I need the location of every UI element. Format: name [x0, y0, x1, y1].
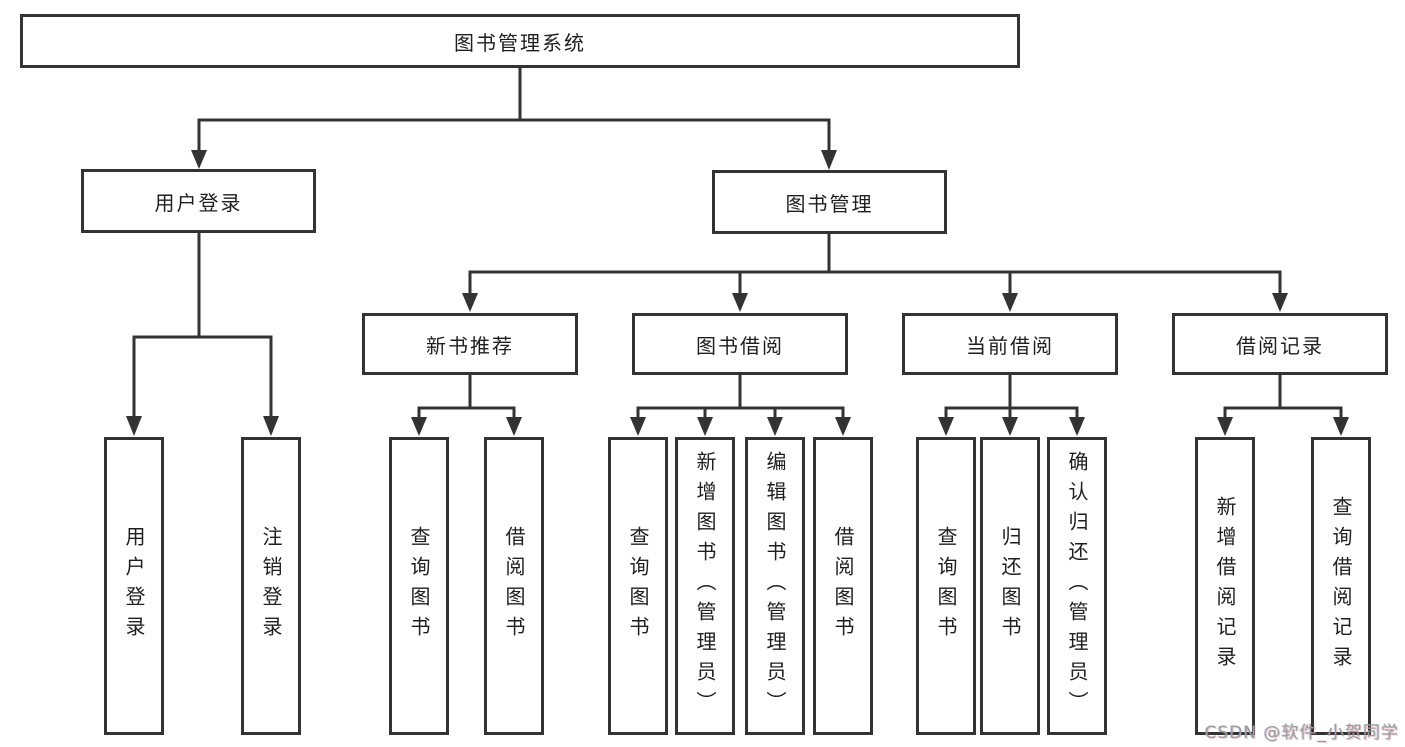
node-book-management: 图书管理	[712, 170, 947, 234]
leaf-borrow-add-books-admin: 新增图书（管理员）	[675, 437, 735, 735]
leaf-recommend-borrow-books: 借阅图书	[484, 437, 544, 735]
leaf-current-query-books: 查询图书	[916, 437, 976, 735]
leaf-records-add-record: 新增借阅记录	[1195, 437, 1255, 735]
leaf-borrow-query-books: 查询图书	[608, 437, 668, 735]
node-book-borrow: 图书借阅	[632, 313, 848, 375]
node-root: 图书管理系统	[20, 14, 1020, 68]
node-new-book-recommend: 新书推荐	[362, 313, 578, 375]
node-current-borrow: 当前借阅	[902, 313, 1118, 375]
node-borrow-records: 借阅记录	[1172, 313, 1388, 375]
leaf-user-login: 用户登录	[104, 437, 164, 735]
leaf-records-query-record: 查询借阅记录	[1311, 437, 1371, 735]
node-user-login: 用户登录	[81, 169, 316, 233]
leaf-current-confirm-return-admin: 确认归还（管理员）	[1047, 437, 1107, 735]
leaf-borrow-edit-books-admin: 编辑图书（管理员）	[745, 437, 805, 735]
leaf-logout: 注销登录	[241, 437, 301, 735]
csdn-watermark: CSDN @软件_小贺同学	[1204, 723, 1399, 743]
leaf-borrow-borrow-books: 借阅图书	[813, 437, 873, 735]
leaf-recommend-query-books: 查询图书	[389, 437, 449, 735]
arrowheads	[126, 150, 1349, 436]
leaf-current-return-books: 归还图书	[980, 437, 1040, 735]
